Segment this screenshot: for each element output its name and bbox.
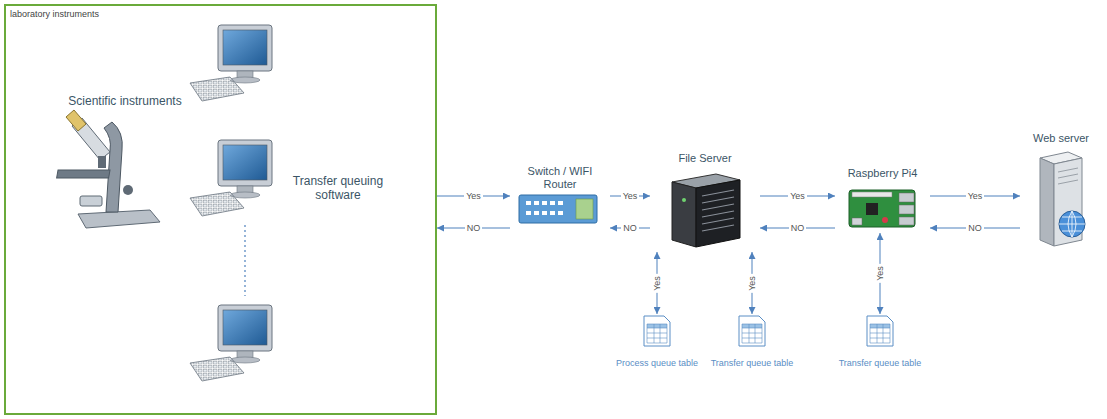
connector-label: NO (621, 224, 639, 233)
computer-icon (190, 140, 272, 216)
node-label: Transfer queue table (839, 358, 922, 369)
table-node: Transfer queue table (704, 312, 800, 370)
connector-label: NO (789, 224, 807, 233)
table-icon (644, 316, 670, 346)
connector-label: Yes (653, 274, 662, 293)
connector-label: Yes (876, 264, 885, 283)
table-node: Process queue table (609, 312, 705, 370)
connector-label: Yes (966, 192, 985, 201)
node-label: Raspberry Pi4 (848, 167, 918, 180)
node-label: Transfer queue table (711, 358, 794, 369)
node-label: laboratory instruments (10, 9, 99, 20)
web-server-icon (1040, 152, 1085, 246)
ellipsis-line (244, 225, 245, 296)
raspberry-pi-icon (849, 190, 915, 227)
node-label: Transfer queuing software (292, 174, 384, 203)
computer-icon (190, 305, 272, 381)
table-icon (739, 316, 765, 346)
node-label: Process queue table (616, 358, 698, 369)
connector-label: Yes (748, 274, 757, 293)
router-node: Switch / WIFI Router (510, 163, 610, 229)
table-node: Transfer queue table (832, 312, 928, 370)
table-icon (867, 316, 893, 346)
switch-icon (519, 195, 597, 223)
node-label: Scientific instruments (68, 94, 181, 108)
node-label: Web server (1033, 132, 1089, 145)
software-label-node: Transfer queuing software (288, 166, 388, 210)
connector-label: Yes (464, 192, 483, 201)
connector-label: Yes (621, 192, 640, 201)
microscope-icon (57, 110, 160, 228)
node-label: File Server (678, 152, 731, 165)
server-icon (672, 174, 740, 247)
instrument-node: Scientific instruments (50, 92, 200, 237)
connector-label: NO (966, 224, 984, 233)
connector-label: Yes (788, 192, 807, 201)
web-server-node: Web server (1020, 130, 1102, 248)
raspberry-pi-node: Raspberry Pi4 (835, 165, 930, 231)
node-label: Switch / WIFI Router (527, 165, 593, 191)
computer-icon (190, 25, 272, 101)
file-server-node: File Server (650, 150, 760, 250)
group-box: laboratory instrumentsScientific instrum… (4, 4, 437, 415)
connector-label: NO (465, 224, 483, 233)
